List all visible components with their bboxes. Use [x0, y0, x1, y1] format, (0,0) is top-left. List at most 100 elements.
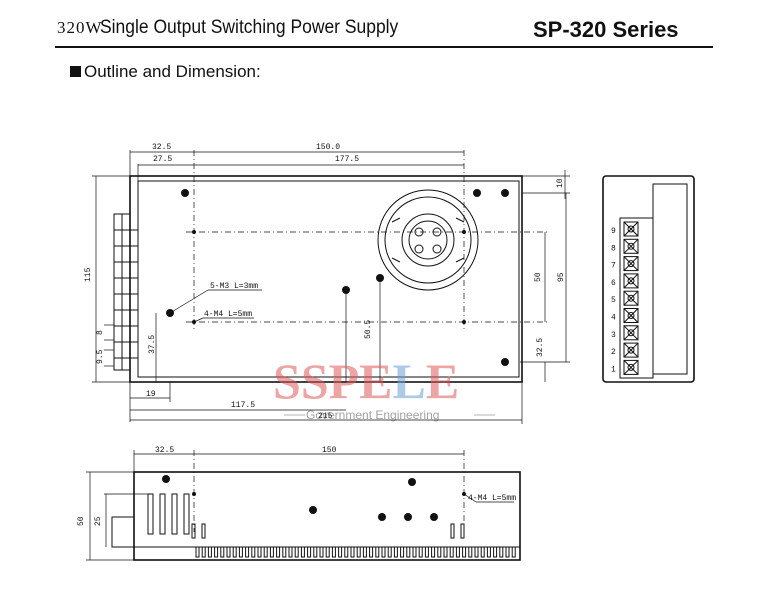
watermark: SSPELE Government Engineering	[273, 353, 495, 422]
square-bullet-icon	[70, 66, 81, 77]
terminal-cell: 7	[611, 256, 639, 272]
terminal-number: 5	[611, 296, 616, 305]
dim-50: 50	[534, 272, 543, 282]
heat-fin	[505, 546, 510, 558]
note-m4-screws: 4-M4 L=5mm	[204, 310, 252, 319]
heat-fin	[468, 546, 473, 558]
dim-95: 95	[557, 272, 566, 282]
heat-fin	[338, 546, 343, 558]
heat-fin	[486, 546, 491, 558]
left-terminal-segments	[114, 214, 138, 370]
screw-hole-icon	[309, 506, 317, 514]
heat-fin	[375, 546, 380, 558]
screw-hole-icon	[378, 513, 386, 521]
dim-215: 215	[318, 412, 333, 421]
heat-fin	[493, 546, 498, 558]
heat-fin	[480, 546, 485, 558]
watermark-letter: P	[329, 353, 360, 409]
side-view: 32.5 150 50 25 4-M4 L=5mm	[77, 446, 521, 561]
section-title: Outline and Dimension:	[84, 62, 261, 81]
heat-fin	[313, 546, 318, 558]
terminal-cell: 3	[611, 325, 639, 341]
dim-37-5: 37.5	[148, 335, 157, 354]
dim-32-5: 32.5	[152, 143, 171, 152]
end-view-outline	[602, 175, 695, 383]
watermark-letter: E	[426, 353, 459, 409]
dim-27-5: 27.5	[153, 155, 172, 164]
screw-hole-icon	[430, 513, 438, 521]
terminal-cell: 2	[611, 342, 639, 358]
dim-32-5-right: 32.5	[536, 338, 545, 357]
screw-hole-icon	[408, 478, 416, 486]
watermark-letter: S	[301, 353, 329, 409]
section-heading: Outline and Dimension:	[70, 62, 261, 82]
heat-fin	[288, 546, 293, 558]
terminal-cell: 1	[611, 359, 639, 375]
dim-150-0: 150.0	[316, 143, 340, 152]
dim-10: 10	[556, 178, 565, 188]
screw-hole-icon	[404, 513, 412, 521]
terminal-strip	[619, 217, 654, 379]
heat-fin	[251, 546, 256, 558]
end-view-cover	[652, 183, 688, 375]
header: 320W Single Output Switching Power Suppl…	[0, 0, 777, 52]
heat-fins	[195, 546, 516, 558]
heat-fin	[195, 546, 200, 558]
terminal-cell: 9	[611, 221, 639, 237]
side-terminal	[111, 516, 135, 548]
note-m3-screws: 5-M3 L=3mm	[210, 282, 258, 291]
screw-hole-icon	[501, 189, 509, 197]
top-view-outline	[129, 175, 523, 383]
heat-fin	[393, 546, 398, 558]
side-view-outline	[133, 471, 521, 561]
heat-fin	[418, 546, 423, 558]
series-name: SP-320 Series	[533, 17, 679, 42]
watermark-subtitle: Government Engineering	[306, 408, 439, 422]
heat-fin	[220, 546, 225, 558]
heat-fin	[499, 546, 504, 558]
terminal-cell: 8	[611, 238, 639, 254]
watermark-letter: L	[393, 353, 426, 409]
dim-117-5: 117.5	[231, 401, 255, 410]
page-title: Single Output Switching Power Supply	[100, 17, 399, 38]
heat-fin	[387, 546, 392, 558]
heat-fin	[307, 546, 312, 558]
terminal-number: 8	[611, 244, 616, 253]
heat-fin	[257, 546, 262, 558]
heat-fin	[325, 546, 330, 558]
dim-177-5: 177.5	[335, 155, 359, 164]
heat-fin	[356, 546, 361, 558]
heat-fin	[474, 546, 479, 558]
heat-fin	[511, 546, 516, 558]
top-dimension-lines	[92, 150, 570, 424]
heat-fin	[214, 546, 219, 558]
heat-fin	[201, 546, 206, 558]
terminal-number: 7	[611, 262, 616, 271]
screw-hole-icon	[501, 358, 509, 366]
terminal-number: 9	[611, 227, 616, 236]
heat-fin	[400, 546, 405, 558]
fan-grille	[377, 189, 479, 291]
wattage-label: 320W	[57, 18, 103, 37]
side-dimension-labels: 32.5 150 50 25 4-M4 L=5mm	[77, 446, 516, 526]
dim-50-5: 50.5	[364, 320, 373, 339]
heat-fin	[362, 546, 367, 558]
terminal-number: 4	[611, 314, 616, 323]
heat-fin	[232, 546, 237, 558]
heat-fin	[424, 546, 429, 558]
side-dim-50: 50	[77, 516, 86, 526]
dim-8: 8	[96, 330, 105, 335]
heat-fin	[344, 546, 349, 558]
center-lines	[186, 150, 550, 330]
heat-fin	[369, 546, 374, 558]
dim-115: 115	[84, 267, 93, 282]
heat-fin	[431, 546, 436, 558]
heat-fin	[207, 546, 212, 558]
terminal-number: 3	[611, 331, 616, 340]
heat-fin	[412, 546, 417, 558]
side-dim-32-5: 32.5	[155, 446, 174, 455]
terminal-number: 2	[611, 348, 616, 357]
terminal-number: 1	[611, 365, 616, 374]
side-note-m4: 4-M4 L=5mm	[468, 494, 516, 503]
